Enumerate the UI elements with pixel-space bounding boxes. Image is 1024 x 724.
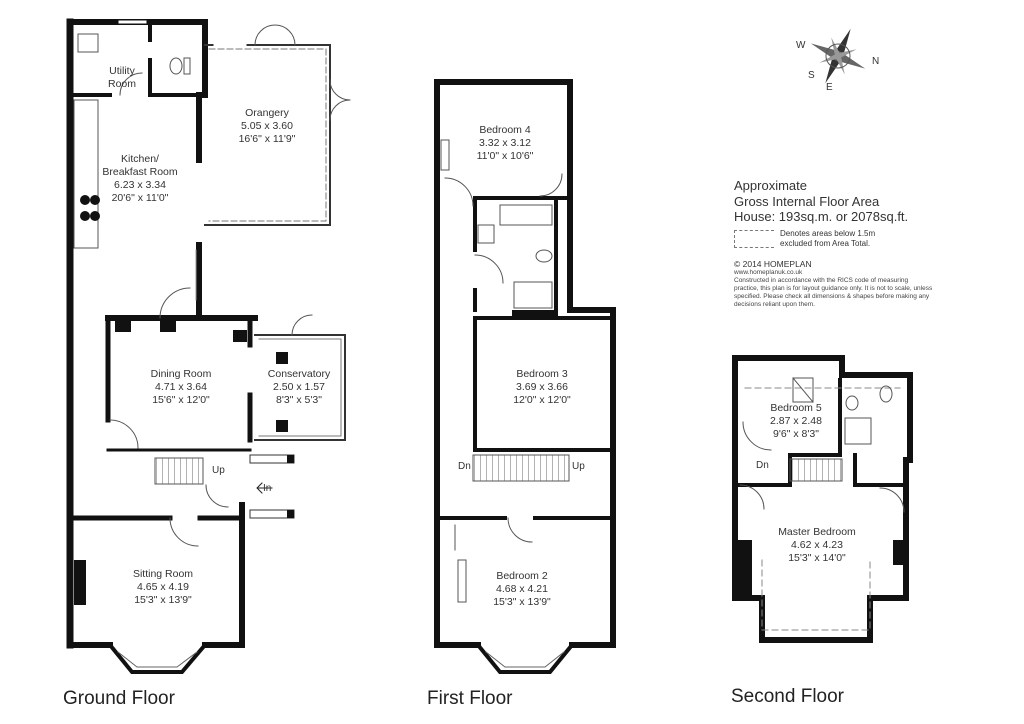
compass-s: S (808, 70, 815, 81)
compass-rose (810, 28, 866, 84)
sink-icon (77, 33, 99, 53)
area-line-1: Approximate (734, 178, 807, 193)
first-stairs (472, 454, 570, 482)
sitting-room-label: Sitting Room 4.65 x 4.19 15'3" x 13'9" (132, 568, 194, 606)
ground-outer-wall-top (67, 19, 208, 98)
first-floor-title: First Floor (427, 688, 513, 709)
compass-w: W (796, 40, 806, 51)
ground-floor-title: Ground Floor (63, 688, 175, 709)
entrance-in-marker: In (263, 483, 272, 494)
second-basin-icon (845, 395, 859, 411)
first-outer-wall (434, 79, 573, 313)
bedroom-4-label: Bedroom 4 3.32 x 3.12 11'0" x 10'6" (476, 124, 534, 162)
kitchen-label: Kitchen/ Breakfast Room 6.23 x 3.34 20'6… (102, 153, 178, 204)
second-floor-title: Second Floor (731, 686, 845, 707)
first-up-marker: Up (572, 461, 585, 472)
legend-text: Denotes areas below 1.5m excluded from A… (780, 228, 876, 248)
dining-room-label: Dining Room 4.71 x 3.64 15'6" x 12'0" (150, 368, 212, 406)
ground-utility-partition (68, 58, 207, 97)
kitchen-worktop (73, 99, 99, 249)
low-ceiling-legend: Denotes areas below 1.5m excluded from A… (734, 229, 994, 249)
orangery-french-doors (254, 24, 296, 46)
first-dn-marker: Dn (458, 461, 471, 472)
conservatory-label: Conservatory 2.50 x 1.57 8'3" x 5'3" (267, 368, 331, 406)
orangery-label: Orangery 5.05 x 3.60 16'6" x 11'9" (238, 107, 296, 145)
orangery-outline (204, 44, 331, 226)
door-swing (109, 419, 139, 449)
bedroom-5-label: Bedroom 5 2.87 x 2.48 9'6" x 8'3" (770, 402, 822, 440)
bedroom-3-label: Bedroom 3 3.69 x 3.66 12'0" x 12'0" (513, 368, 571, 406)
hob-icon (80, 195, 90, 205)
area-line-3: House: 193sq.m. or 2078sq.ft. (734, 209, 909, 224)
bedroom-2-label: Bedroom 2 4.68 x 4.21 15'3" x 13'9" (493, 570, 551, 608)
area-info: Approximate Gross Internal Floor Area Ho… (734, 178, 994, 309)
second-wc-icon (879, 385, 893, 403)
first-floor-plan (434, 79, 616, 674)
second-outer-wall (732, 355, 913, 463)
ground-up-marker: Up (212, 465, 225, 476)
website: www.homeplanuk.co.uk (734, 268, 803, 276)
legend-dash-swatch (734, 229, 774, 248)
second-shower-icon (844, 417, 872, 445)
entrance-arrow (256, 482, 273, 494)
area-line-2: Gross Internal Floor Area (734, 193, 880, 209)
basin-icon (477, 224, 495, 244)
compass-e: E (826, 82, 833, 93)
ground-stairs (154, 457, 204, 485)
ground-bay-window (107, 642, 208, 674)
first-wc-icon (535, 249, 553, 263)
skylight-icon (792, 377, 814, 403)
bath-icon (499, 204, 553, 226)
shower-icon (513, 281, 553, 309)
first-door-swing (444, 177, 474, 207)
conservatory-outline (254, 334, 346, 441)
second-floor-plan (732, 355, 913, 643)
second-door-swing (742, 421, 772, 451)
master-bedroom-label: Master Bedroom 4.62 x 4.23 15'3" x 14'0" (778, 526, 856, 564)
ground-floor-plan (66, 18, 351, 674)
wc-icon (169, 57, 183, 75)
copyright: © 2014 HOMEPLAN (734, 258, 812, 269)
utility-room-label: Utility Room (107, 65, 137, 90)
disclaimer: Constructed in accordance with the RICS … (734, 276, 933, 308)
compass-n: N (872, 56, 880, 67)
second-dn-marker: Dn (756, 460, 769, 471)
first-bay-window (475, 642, 575, 674)
second-stairs (789, 458, 843, 482)
